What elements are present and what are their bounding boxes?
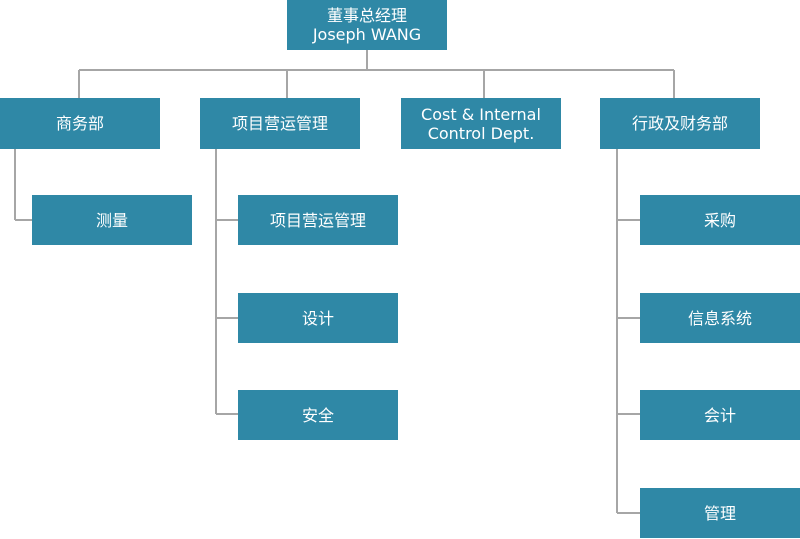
child-node-design: 设计 xyxy=(238,293,398,343)
child-node-it: 信息系统 xyxy=(640,293,800,343)
child-label: 设计 xyxy=(301,308,334,328)
dept-label: 商务部 xyxy=(55,114,104,133)
child-label: 信息系统 xyxy=(687,308,752,328)
child-label: 采购 xyxy=(703,210,736,230)
dept-node-commerce: 商务部 xyxy=(0,98,160,149)
dept-label: 行政及财务部 xyxy=(631,114,728,133)
child-node-procurement: 采购 xyxy=(640,195,800,245)
root-subtitle: Joseph WANG xyxy=(312,25,422,44)
root-title: 董事总经理 xyxy=(326,6,407,25)
child-node-management: 管理 xyxy=(640,488,800,538)
dept-node-admin-finance: 行政及财务部 xyxy=(600,98,760,149)
child-node-project-ops: 项目营运管理 xyxy=(238,195,398,245)
child-node-accounting: 会计 xyxy=(640,390,800,440)
child-label: 会计 xyxy=(703,405,736,425)
child-node-survey: 测量 xyxy=(32,195,192,245)
child-node-safety: 安全 xyxy=(238,390,398,440)
dept-label-line-1: Cost & Internal xyxy=(421,104,541,124)
dept-node-project-ops: 项目营运管理 xyxy=(200,98,360,149)
child-label: 管理 xyxy=(703,503,736,523)
child-label: 安全 xyxy=(301,405,334,425)
dept-node-cost-control: Cost & Internal Control Dept. xyxy=(401,98,561,149)
root-node: 董事总经理 Joseph WANG xyxy=(287,0,447,50)
dept-label: 项目营运管理 xyxy=(231,114,328,133)
child-label: 测量 xyxy=(95,210,128,230)
child-label: 项目营运管理 xyxy=(269,210,366,230)
dept-label-line-2: Control Dept. xyxy=(427,123,535,143)
